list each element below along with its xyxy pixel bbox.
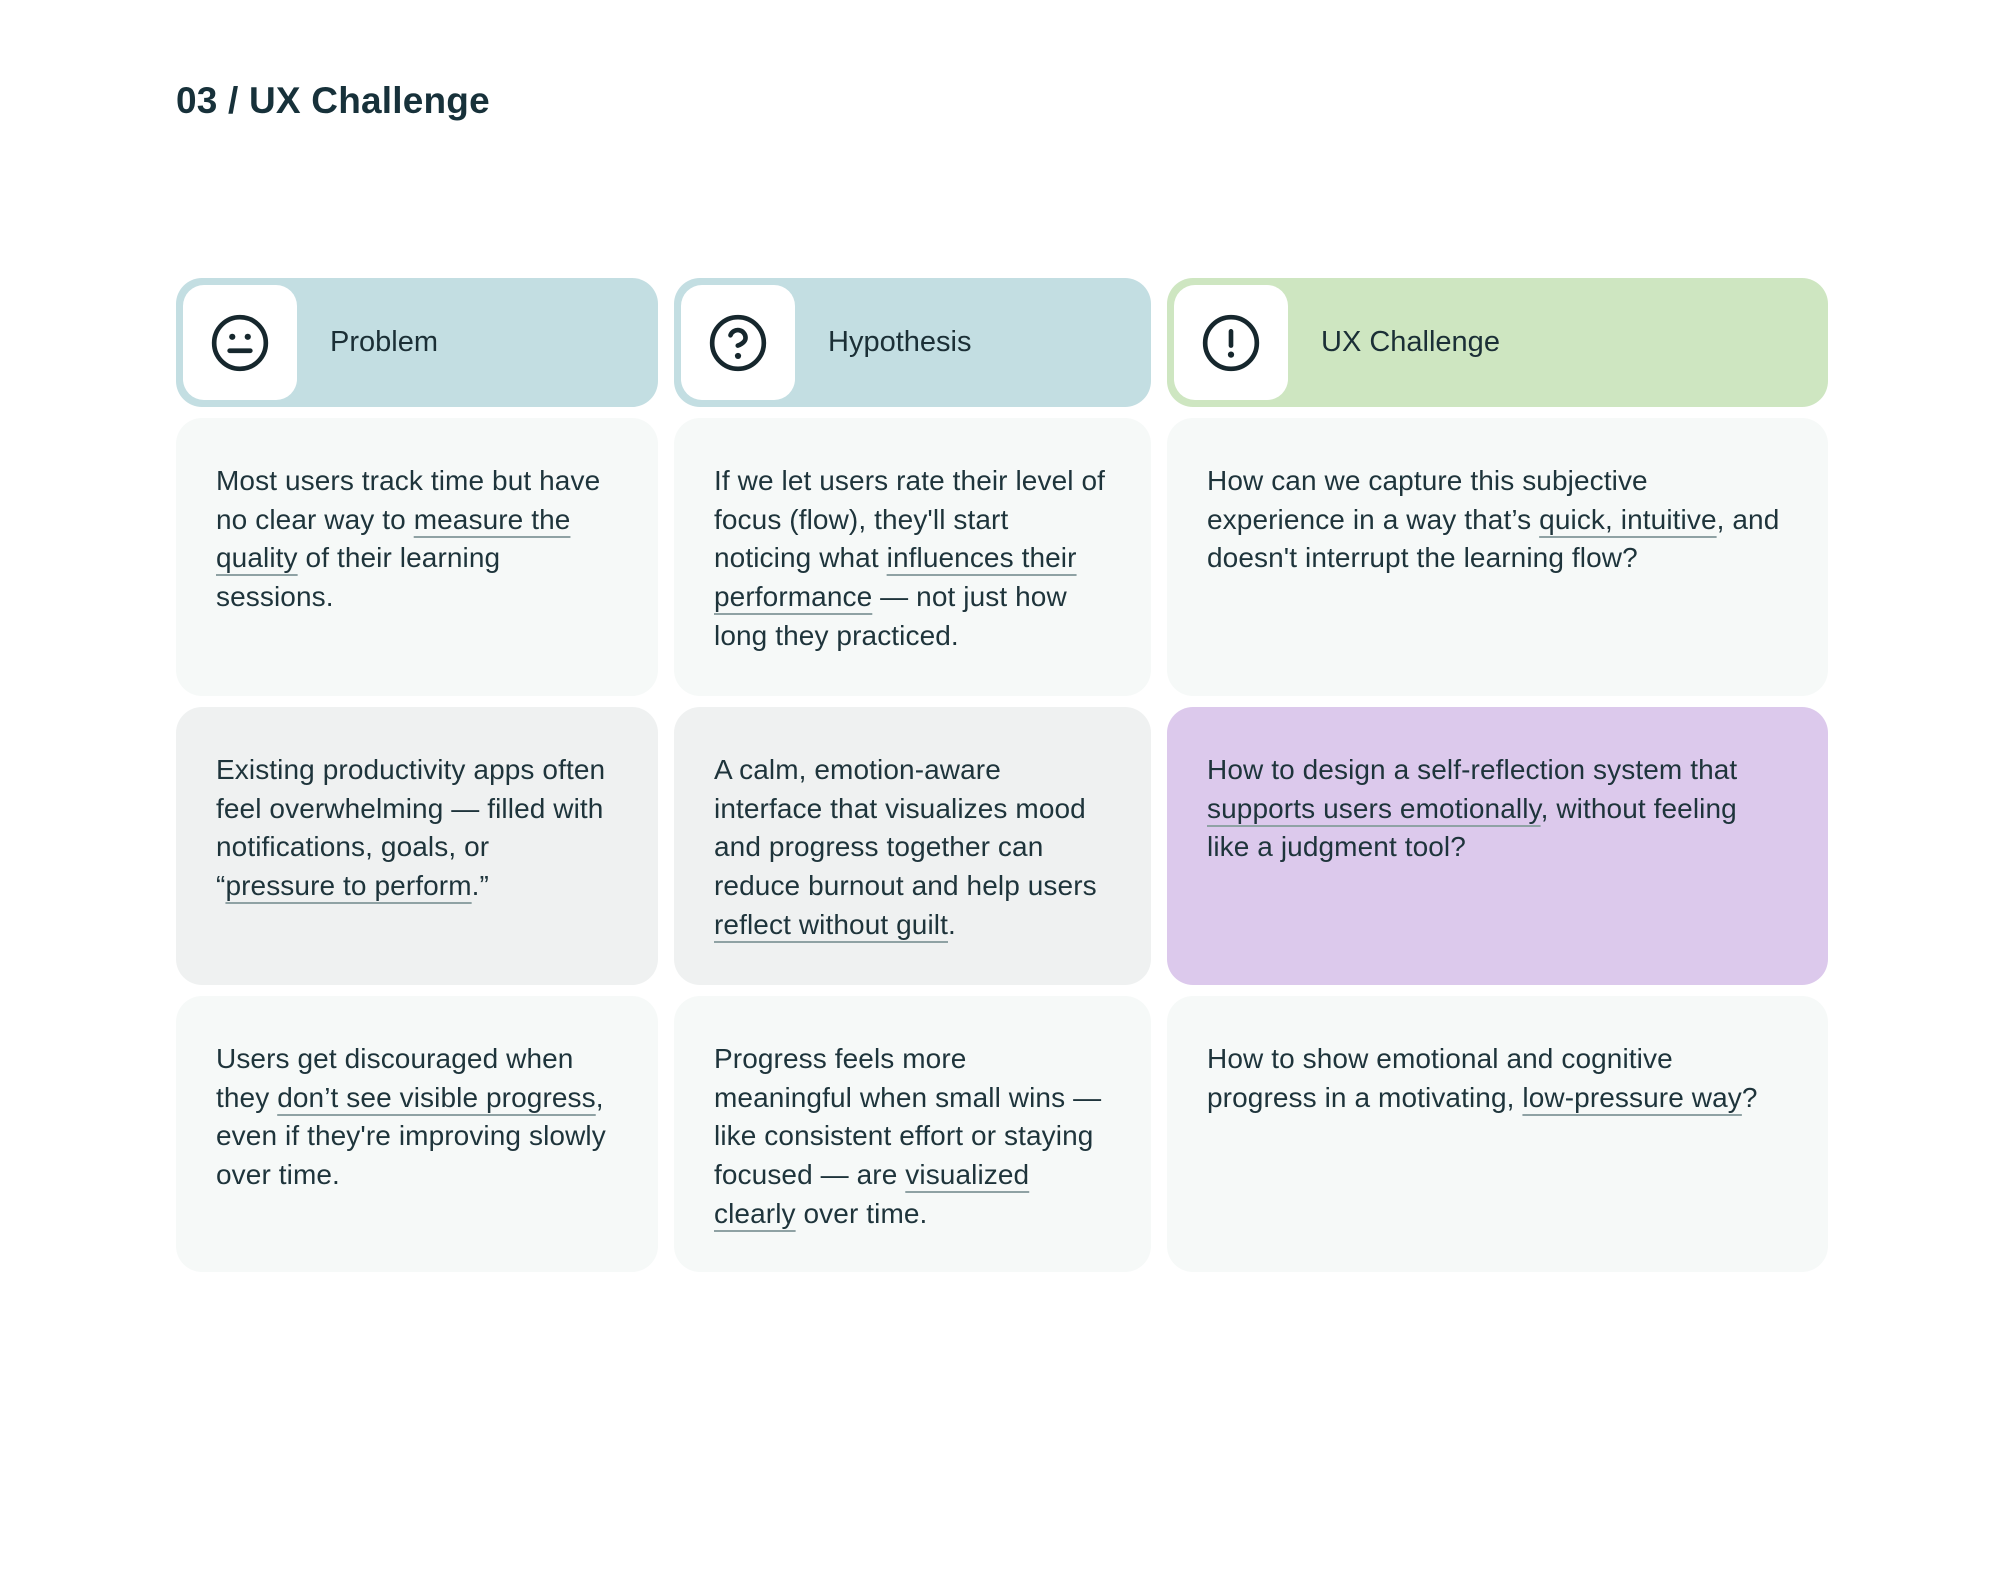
card-ux-challenge-1: How can we capture this subjective exper… [1167, 418, 1828, 696]
card-problem-2: Existing productivity apps often feel ov… [176, 707, 658, 985]
column-header-label: UX Challenge [1321, 326, 1500, 358]
card-hypothesis-2: A calm, emotion-aware interface that vis… [674, 707, 1151, 985]
card-text: If we let users rate their level of focu… [714, 465, 1106, 651]
column-header-label: Hypothesis [828, 326, 972, 358]
column-header-ux-challenge: UX Challenge [1167, 278, 1828, 407]
help-circle-icon [709, 314, 767, 371]
card-text: How to design a self-reflection system t… [1207, 754, 1738, 863]
card-problem-1: Most users track time but have no clear … [176, 418, 658, 696]
icon-tile [1174, 285, 1288, 400]
column-header-problem: Problem [176, 278, 658, 407]
card-hypothesis-1: If we let users rate their level of focu… [674, 418, 1151, 696]
icon-tile [183, 285, 297, 400]
icon-tile [681, 285, 795, 400]
card-text: A calm, emotion-aware interface that vis… [714, 754, 1097, 940]
neutral-face-icon [211, 314, 269, 371]
card-ux-challenge-3: How to show emotional and cognitive prog… [1167, 996, 1828, 1272]
column-header-hypothesis: Hypothesis [674, 278, 1151, 407]
page-title: 03 / UX Challenge [176, 80, 490, 121]
column-header-label: Problem [330, 326, 438, 358]
card-text: How to show emotional and cognitive prog… [1207, 1043, 1758, 1113]
card-ux-challenge-2-highlighted: How to design a self-reflection system t… [1167, 707, 1828, 985]
alert-circle-icon [1202, 314, 1260, 371]
card-text: Most users track time but have no clear … [216, 465, 601, 612]
card-hypothesis-3: Progress feels more meaningful when smal… [674, 996, 1151, 1272]
card-text: Existing productivity apps often feel ov… [216, 754, 606, 901]
matrix-grid: Problem Hypothesis UX Challenge [176, 278, 1828, 1272]
card-text: How can we capture this subjective exper… [1207, 465, 1780, 574]
card-text: Progress feels more meaningful when smal… [714, 1043, 1102, 1229]
card-text: Users get discouraged when they don’t se… [216, 1043, 606, 1190]
card-problem-3: Users get discouraged when they don’t se… [176, 996, 658, 1272]
